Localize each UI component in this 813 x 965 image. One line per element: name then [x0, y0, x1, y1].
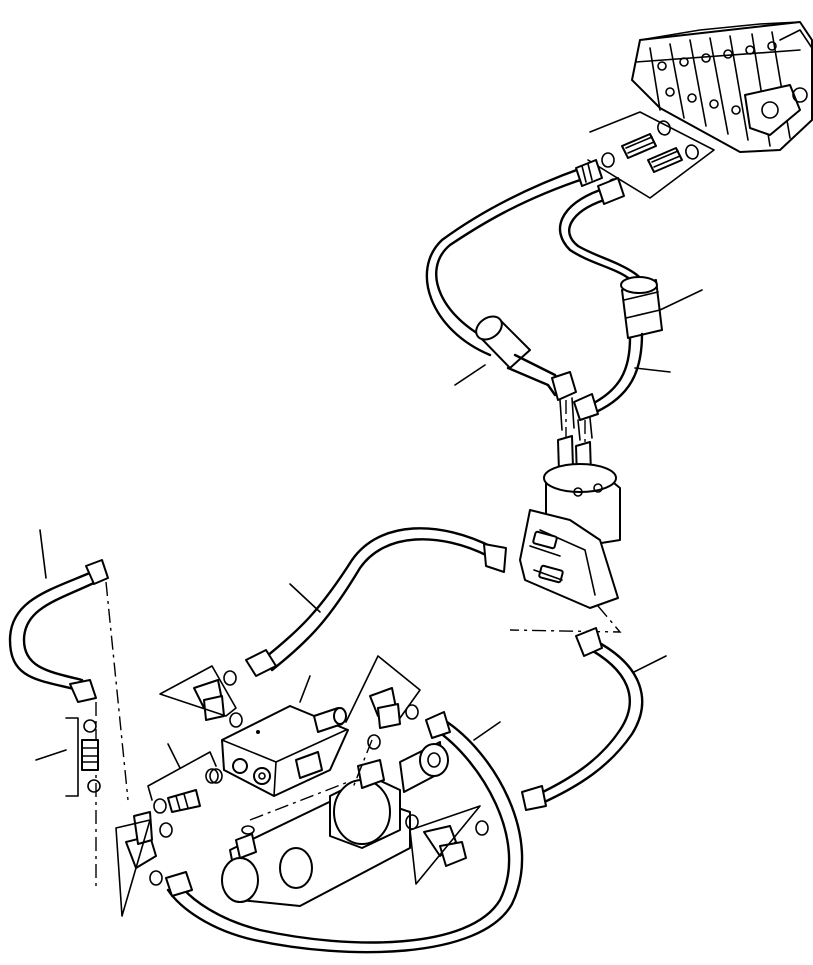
right-lower-hose: [521, 627, 667, 811]
steering-orbitrol: [509, 435, 622, 633]
bottom-long-hose: [165, 711, 524, 954]
left-fittings: [35, 717, 101, 797]
cylinder-elbow-lower: [405, 805, 489, 885]
hose-sleeve: [620, 276, 703, 339]
priority-valve: [209, 675, 349, 797]
cylinder-elbow-upper: [345, 655, 421, 791]
priority-elbow: [159, 665, 237, 721]
control-valve-block: [631, 21, 813, 153]
steering-cylinder: [221, 741, 449, 907]
left-hose: [8, 529, 129, 890]
valve-fittings-upper: [587, 111, 715, 199]
bottom-left-elbow: [115, 811, 173, 917]
middle-hose: [245, 527, 507, 677]
lower-left-fitting: [147, 743, 219, 814]
upper-hose-left: [425, 159, 603, 357]
hose-clamp: [454, 315, 567, 397]
